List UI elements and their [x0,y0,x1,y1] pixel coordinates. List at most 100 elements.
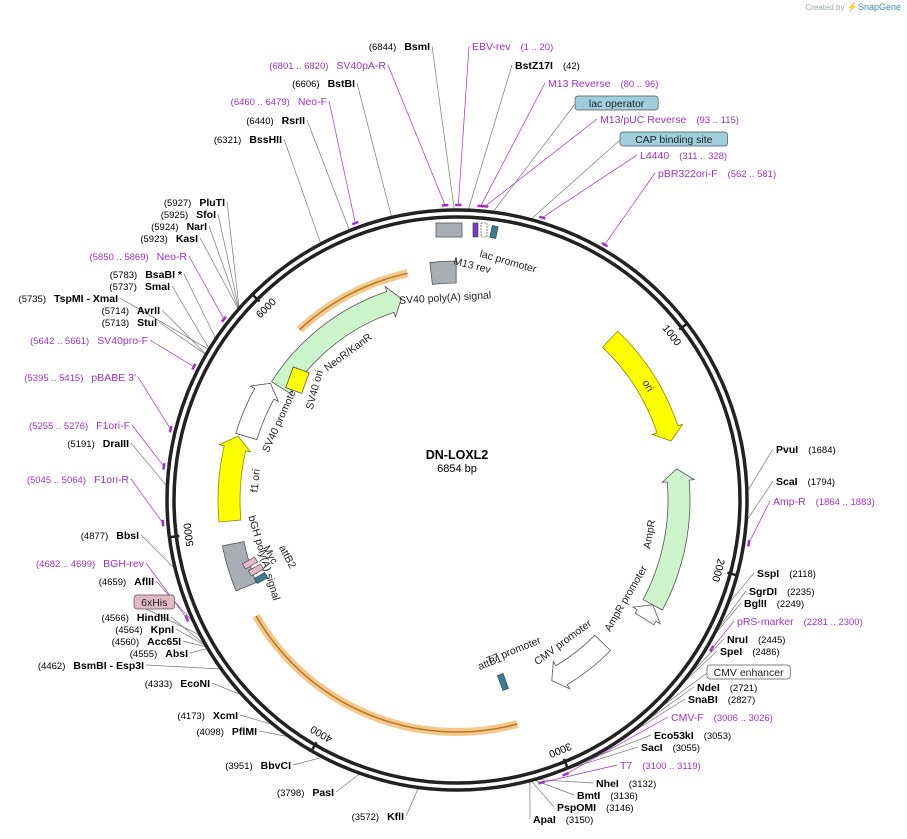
primer-leader-line [137,376,171,430]
site-position: (5191) [67,439,94,450]
site-leader-line [306,119,350,231]
primer-mark [481,204,489,208]
feature-attb2 [253,571,269,585]
tick-mark [310,741,318,751]
primer-range: (80 .. 96) [620,79,658,90]
site-position: (2445) [758,635,785,646]
leader-lines [119,45,774,820]
site-position: (4462) [38,661,65,672]
site-leader-line [217,213,240,310]
gene-insert-arc [252,613,519,736]
site-bstbi: (6606)BstBI [292,78,355,90]
site-name: StuI [137,317,157,329]
primer-pbr322ori-f: pBR322ori-F(562 .. 581) [658,168,776,180]
site-position: (3150) [566,815,593,826]
site-position: (5783) [110,270,137,281]
site-name: PasI [312,787,334,799]
site-pasi: (3798)PasI [277,787,334,799]
site-suffix: - XmaI [84,293,119,305]
primer-leader-line [565,716,669,775]
primer-range: (2281 .. 2300) [804,617,863,628]
site-name: BmtI [577,790,600,802]
primer-mark [601,241,609,248]
feature-sv40-poly-a-signal [429,260,457,285]
site-position: (3136) [610,791,637,802]
site-pvui: PvuI(1684) [776,444,836,456]
feature-label: ori [640,378,656,394]
site-name: SacI [641,742,663,754]
site-name: BsmBI [73,660,106,672]
feature-f1-ori [217,435,252,523]
gene-insert-line [298,272,408,331]
tick-mark [727,571,737,577]
site-position: (2827) [728,695,755,706]
box-6xhis [133,594,175,610]
primer-leader-line [149,339,195,367]
feature-attb1 [497,673,509,691]
primer-name: F1ori-R [94,474,129,486]
site-saci: SacI(3055) [641,742,700,754]
primer-f1ori-r: (5045 .. 5064)F1ori-R [27,474,130,486]
primer-range: (311 .. 328) [679,151,727,162]
box-label: lac operator [589,98,645,110]
feature-label: SV40 poly(A) signal [399,289,492,306]
tick-label: 5000 [182,522,197,547]
site-bsabi: (5783)BsaBI * [110,269,183,281]
site-leader-line [145,664,222,670]
site-name: NarI [187,221,208,233]
primer-mark [351,220,359,226]
site-position: (5927) [164,198,191,209]
site-bglii: BglII(2249) [744,598,804,610]
site-leader-line [226,201,240,309]
site-name: ScaI [776,476,798,488]
site-position: (4555) [130,649,157,660]
site-name: BssHII [249,134,282,146]
primer-name: F1ori-F [96,420,130,432]
primer-cmv-f: CMV-F(3006 .. 3026) [671,712,773,724]
site-leader-line [208,225,239,310]
primer-sv40pa-r: (6801 .. 6820)SV40pA-R [269,60,386,72]
box-label: 6xHis [141,597,167,609]
site-sfoi: (5925)SfoI [161,209,216,221]
tick-mark [252,294,261,303]
site-bsmi: (6844)BsmI [369,41,430,53]
primer-range: (3006 .. 3026) [714,713,773,724]
site-name: SspI [757,568,779,580]
credit-prefix: Created by [805,3,845,12]
feature-ampr-promoter [631,604,662,626]
site-snabi: SnaBI(2827) [688,694,755,706]
feature-label: AmpR promoter [602,563,650,633]
plasmid-name: DN-LOXL2 [426,448,489,462]
site-leader-line [335,773,361,793]
site-kpni: (4564)KpnI [115,624,174,636]
primer-leader-line [484,118,598,207]
site-position: (6440) [246,116,273,127]
box-leader-line [530,139,621,220]
site-leader-line [171,285,210,350]
site-position: (5713) [102,318,129,329]
primer-mark [161,519,165,527]
site-leader-line [158,321,207,355]
box-lac-operator [574,95,659,111]
primer-range: (4682 .. 4699) [36,559,95,570]
site-name: Eco53kI [654,730,694,742]
site-name: RsrII [282,115,305,127]
feature-m13-rev [472,222,479,238]
site-tspmi: (5735)TspMI - XmaI [19,293,119,305]
site-name: EcoNI [180,678,210,690]
tick-mark [678,323,688,331]
plasmid-size: 6854 bp [437,463,477,475]
site-position: (5923) [140,234,167,245]
site-name: BglII [744,598,767,610]
site-name: AflII [134,576,154,588]
primer-l4440: L4440(311 .. 328) [640,150,727,162]
site-leader-line [189,647,208,654]
site-name: BsmI [404,41,430,53]
site-position: (5924) [151,222,178,233]
site-bsshii: (6321)BssHII [214,134,282,146]
box-cmv-enhancer [706,664,791,680]
site-name: SgrDI [749,586,777,598]
site-acc65i: (4560)Acc65I [112,636,181,648]
primer-m13-puc-reverse: M13/pUC Reverse(93 .. 115) [600,114,739,126]
